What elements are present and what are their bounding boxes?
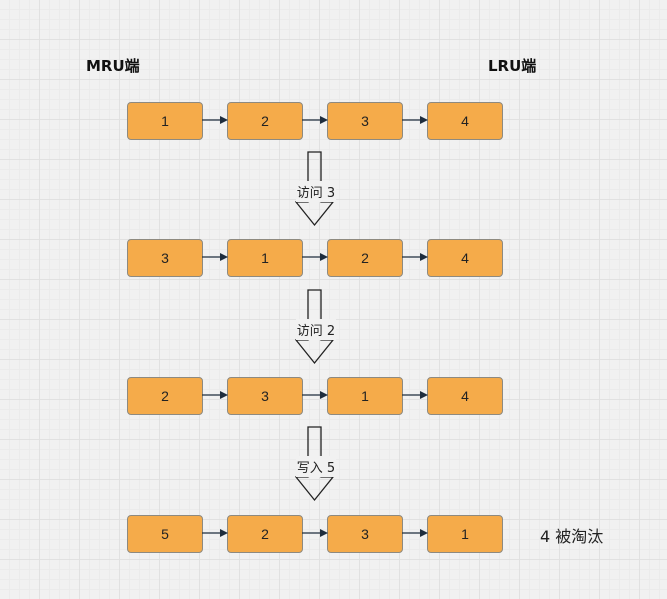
list-row-1: 1 2 3 4 (0, 102, 667, 140)
list-node: 1 (127, 102, 203, 140)
lru-label: LRU端 (488, 57, 537, 75)
list-node: 3 (327, 102, 403, 140)
list-node: 3 (227, 377, 303, 415)
link-arrow-icon (202, 116, 228, 124)
list-node: 4 (427, 377, 503, 415)
list-row-2: 3 1 2 4 (0, 239, 667, 277)
link-arrow-icon (402, 253, 428, 261)
list-node: 2 (327, 239, 403, 277)
list-row-3: 2 3 1 4 (0, 377, 667, 415)
list-row-4: 5 2 3 1 (0, 515, 667, 553)
link-arrow-icon (302, 116, 328, 124)
eviction-note: 4 被淘汰 (540, 527, 604, 546)
step-label: 访问 3 (296, 181, 336, 202)
list-node: 1 (427, 515, 503, 553)
list-node: 1 (227, 239, 303, 277)
mru-label: MRU端 (86, 57, 140, 75)
list-node: 4 (427, 102, 503, 140)
link-arrow-icon (402, 391, 428, 399)
link-arrow-icon (402, 116, 428, 124)
down-arrow-icon (295, 426, 335, 502)
link-arrow-icon (202, 529, 228, 537)
down-arrow-icon (295, 151, 335, 227)
link-arrow-icon (402, 529, 428, 537)
list-node: 3 (327, 515, 403, 553)
list-node: 2 (227, 102, 303, 140)
down-arrow-icon (295, 289, 335, 365)
list-node: 4 (427, 239, 503, 277)
list-node: 2 (227, 515, 303, 553)
link-arrow-icon (202, 391, 228, 399)
link-arrow-icon (302, 391, 328, 399)
list-node: 2 (127, 377, 203, 415)
link-arrow-icon (202, 253, 228, 261)
link-arrow-icon (302, 253, 328, 261)
list-node: 5 (127, 515, 203, 553)
step-label: 写入 5 (296, 456, 336, 477)
link-arrow-icon (302, 529, 328, 537)
step-label: 访问 2 (296, 319, 336, 340)
list-node: 3 (127, 239, 203, 277)
list-node: 1 (327, 377, 403, 415)
